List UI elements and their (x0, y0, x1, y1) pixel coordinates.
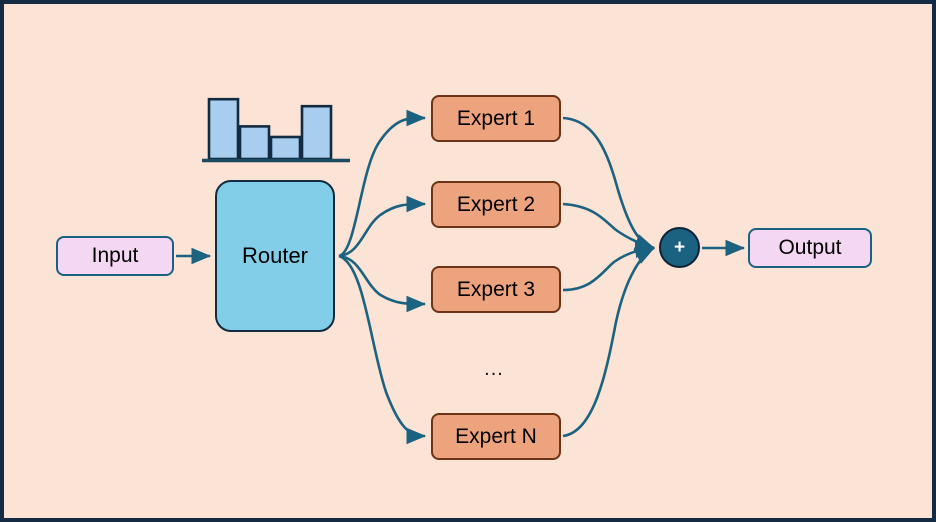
input-node[interactable]: Input (56, 236, 174, 276)
edge-expert-n-to-sum (562, 246, 655, 438)
experts-ellipsis: ... (484, 357, 504, 380)
output-node[interactable]: Output (748, 228, 872, 268)
sum-node[interactable]: + (659, 227, 700, 268)
histogram-bar-4 (300, 104, 333, 161)
expert-node-2-label: Expert 2 (456, 192, 536, 216)
histogram-bar-1 (207, 97, 240, 161)
plus-icon: + (673, 237, 686, 258)
routing-histogram-icon (202, 97, 350, 163)
output-node-label: Output (778, 236, 842, 259)
edge-router-to-expert-2 (338, 195, 427, 258)
histogram-bars (207, 97, 333, 161)
expert-node-3[interactable]: Expert 3 (431, 266, 561, 313)
router-node-label: Router (241, 243, 309, 268)
histogram-bar-2 (238, 125, 271, 161)
expert-node-1-label: Expert 1 (456, 106, 536, 130)
router-node[interactable]: Router (215, 180, 335, 332)
edge-router-to-expert-n (338, 254, 427, 445)
expert-node-1[interactable]: Expert 1 (431, 95, 561, 142)
expert-node-3-label: Expert 3 (456, 277, 536, 301)
edge-expert-3-to-sum (562, 241, 656, 292)
histogram-bar-3 (269, 135, 302, 161)
input-node-label: Input (91, 244, 139, 267)
expert-node-n[interactable]: Expert N (431, 413, 561, 460)
expert-node-2[interactable]: Expert 2 (431, 181, 561, 228)
edge-expert-1-to-sum (562, 116, 655, 251)
edge-router-to-expert-3 (338, 254, 427, 313)
expert-node-n-label: Expert N (455, 424, 537, 448)
edge-expert-2-to-sum (562, 202, 655, 250)
